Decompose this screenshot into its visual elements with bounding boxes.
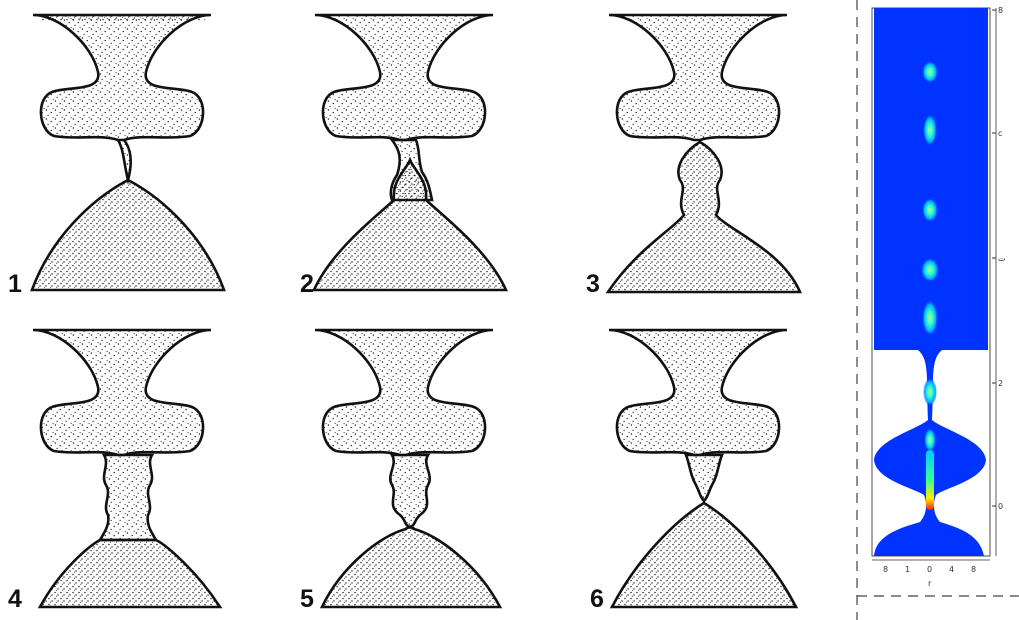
panel-5: 5	[300, 330, 500, 613]
bottom-tick-label: 8	[971, 565, 976, 574]
lower-drop	[612, 503, 796, 607]
panel-label-3: 3	[586, 270, 600, 298]
jet-blob	[921, 258, 939, 282]
right-tick-label: 8	[998, 6, 1003, 15]
panel-4: 4	[8, 330, 220, 613]
lower-drop	[608, 142, 800, 292]
neck	[118, 140, 131, 180]
jet-blob	[924, 428, 936, 452]
panel-1: 1	[8, 15, 224, 298]
fluid-upper-column	[874, 8, 988, 350]
bottom-tick-label: 1	[905, 565, 910, 574]
bottom-tick-label: 4	[949, 565, 954, 574]
lower-drop	[322, 528, 500, 608]
right-tick-label: 0	[998, 502, 1003, 511]
jet-blob	[923, 378, 937, 406]
lower-drop	[40, 540, 220, 607]
upper-drop	[609, 330, 787, 455]
neck	[390, 455, 429, 527]
right-tick-label: c	[998, 129, 1002, 138]
right-tick-label: ت	[998, 254, 1006, 263]
top-shade	[40, 15, 205, 21]
bottom-axis-label: r	[928, 579, 932, 588]
panel-label-2: 2	[300, 270, 314, 298]
right-axis-ticks: 8 c ت 2 0	[992, 6, 1006, 511]
upper-drop	[315, 15, 493, 140]
right-tick-label: 2	[998, 379, 1003, 388]
jet-blob	[922, 61, 938, 83]
upper-drop	[33, 15, 211, 140]
bottom-axis-ticks: 8 1 0 4 8 r	[883, 565, 976, 588]
simulation-panel: 8 c ت 2 0 8 1 0 4 8 r	[857, 0, 1019, 620]
panel-label-1: 1	[8, 270, 22, 298]
jet-core	[926, 450, 934, 510]
panel-label-4: 4	[8, 585, 22, 613]
upper-drop	[33, 330, 211, 455]
panel-2: 2	[300, 15, 506, 298]
neck	[686, 455, 722, 501]
bottom-tick-label: 8	[883, 565, 888, 574]
lower-drop	[314, 160, 506, 290]
bottom-tick-label: 0	[927, 565, 932, 574]
jet-blob	[923, 114, 937, 146]
neck	[100, 455, 156, 540]
panel-label-5: 5	[300, 585, 314, 613]
panel-label-6: 6	[590, 585, 604, 613]
upper-drop	[315, 330, 493, 455]
upper-drop	[609, 15, 787, 140]
lower-drop	[32, 180, 224, 290]
panel-3: 3	[586, 15, 800, 298]
panel-6: 6	[590, 330, 796, 613]
jet-blob	[922, 300, 938, 336]
jet-blob	[922, 198, 938, 222]
